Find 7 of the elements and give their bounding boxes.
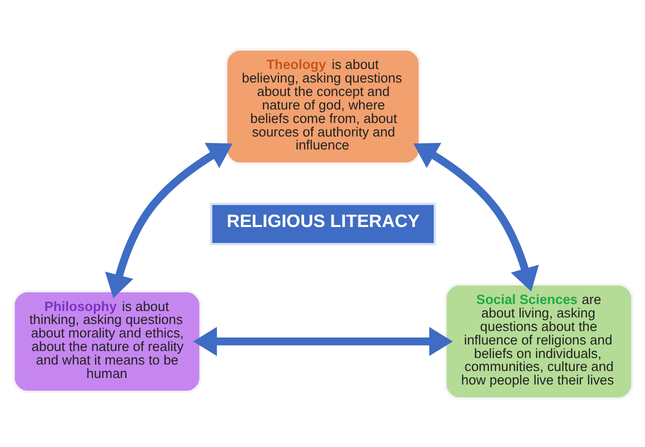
node-box: Philosophy is about thinking, asking questions about morality and ethics, about the nature of reality and what it means to be human — [12, 290, 202, 392]
node-box: Social Sciences are about living, asking questions about the influence of religions and beliefs on individuals, communities, culture and how people live their lives — [444, 282, 633, 400]
node-box: Theology is about believing, asking questions about the concept and nature of god, where beliefs come from, about sources of authority and influence — [224, 48, 420, 164]
node-box: RELIGIOUS LITERACY — [210, 202, 436, 245]
arrow — [104, 142, 232, 298]
arrow — [192, 326, 452, 356]
arrow — [412, 142, 538, 292]
